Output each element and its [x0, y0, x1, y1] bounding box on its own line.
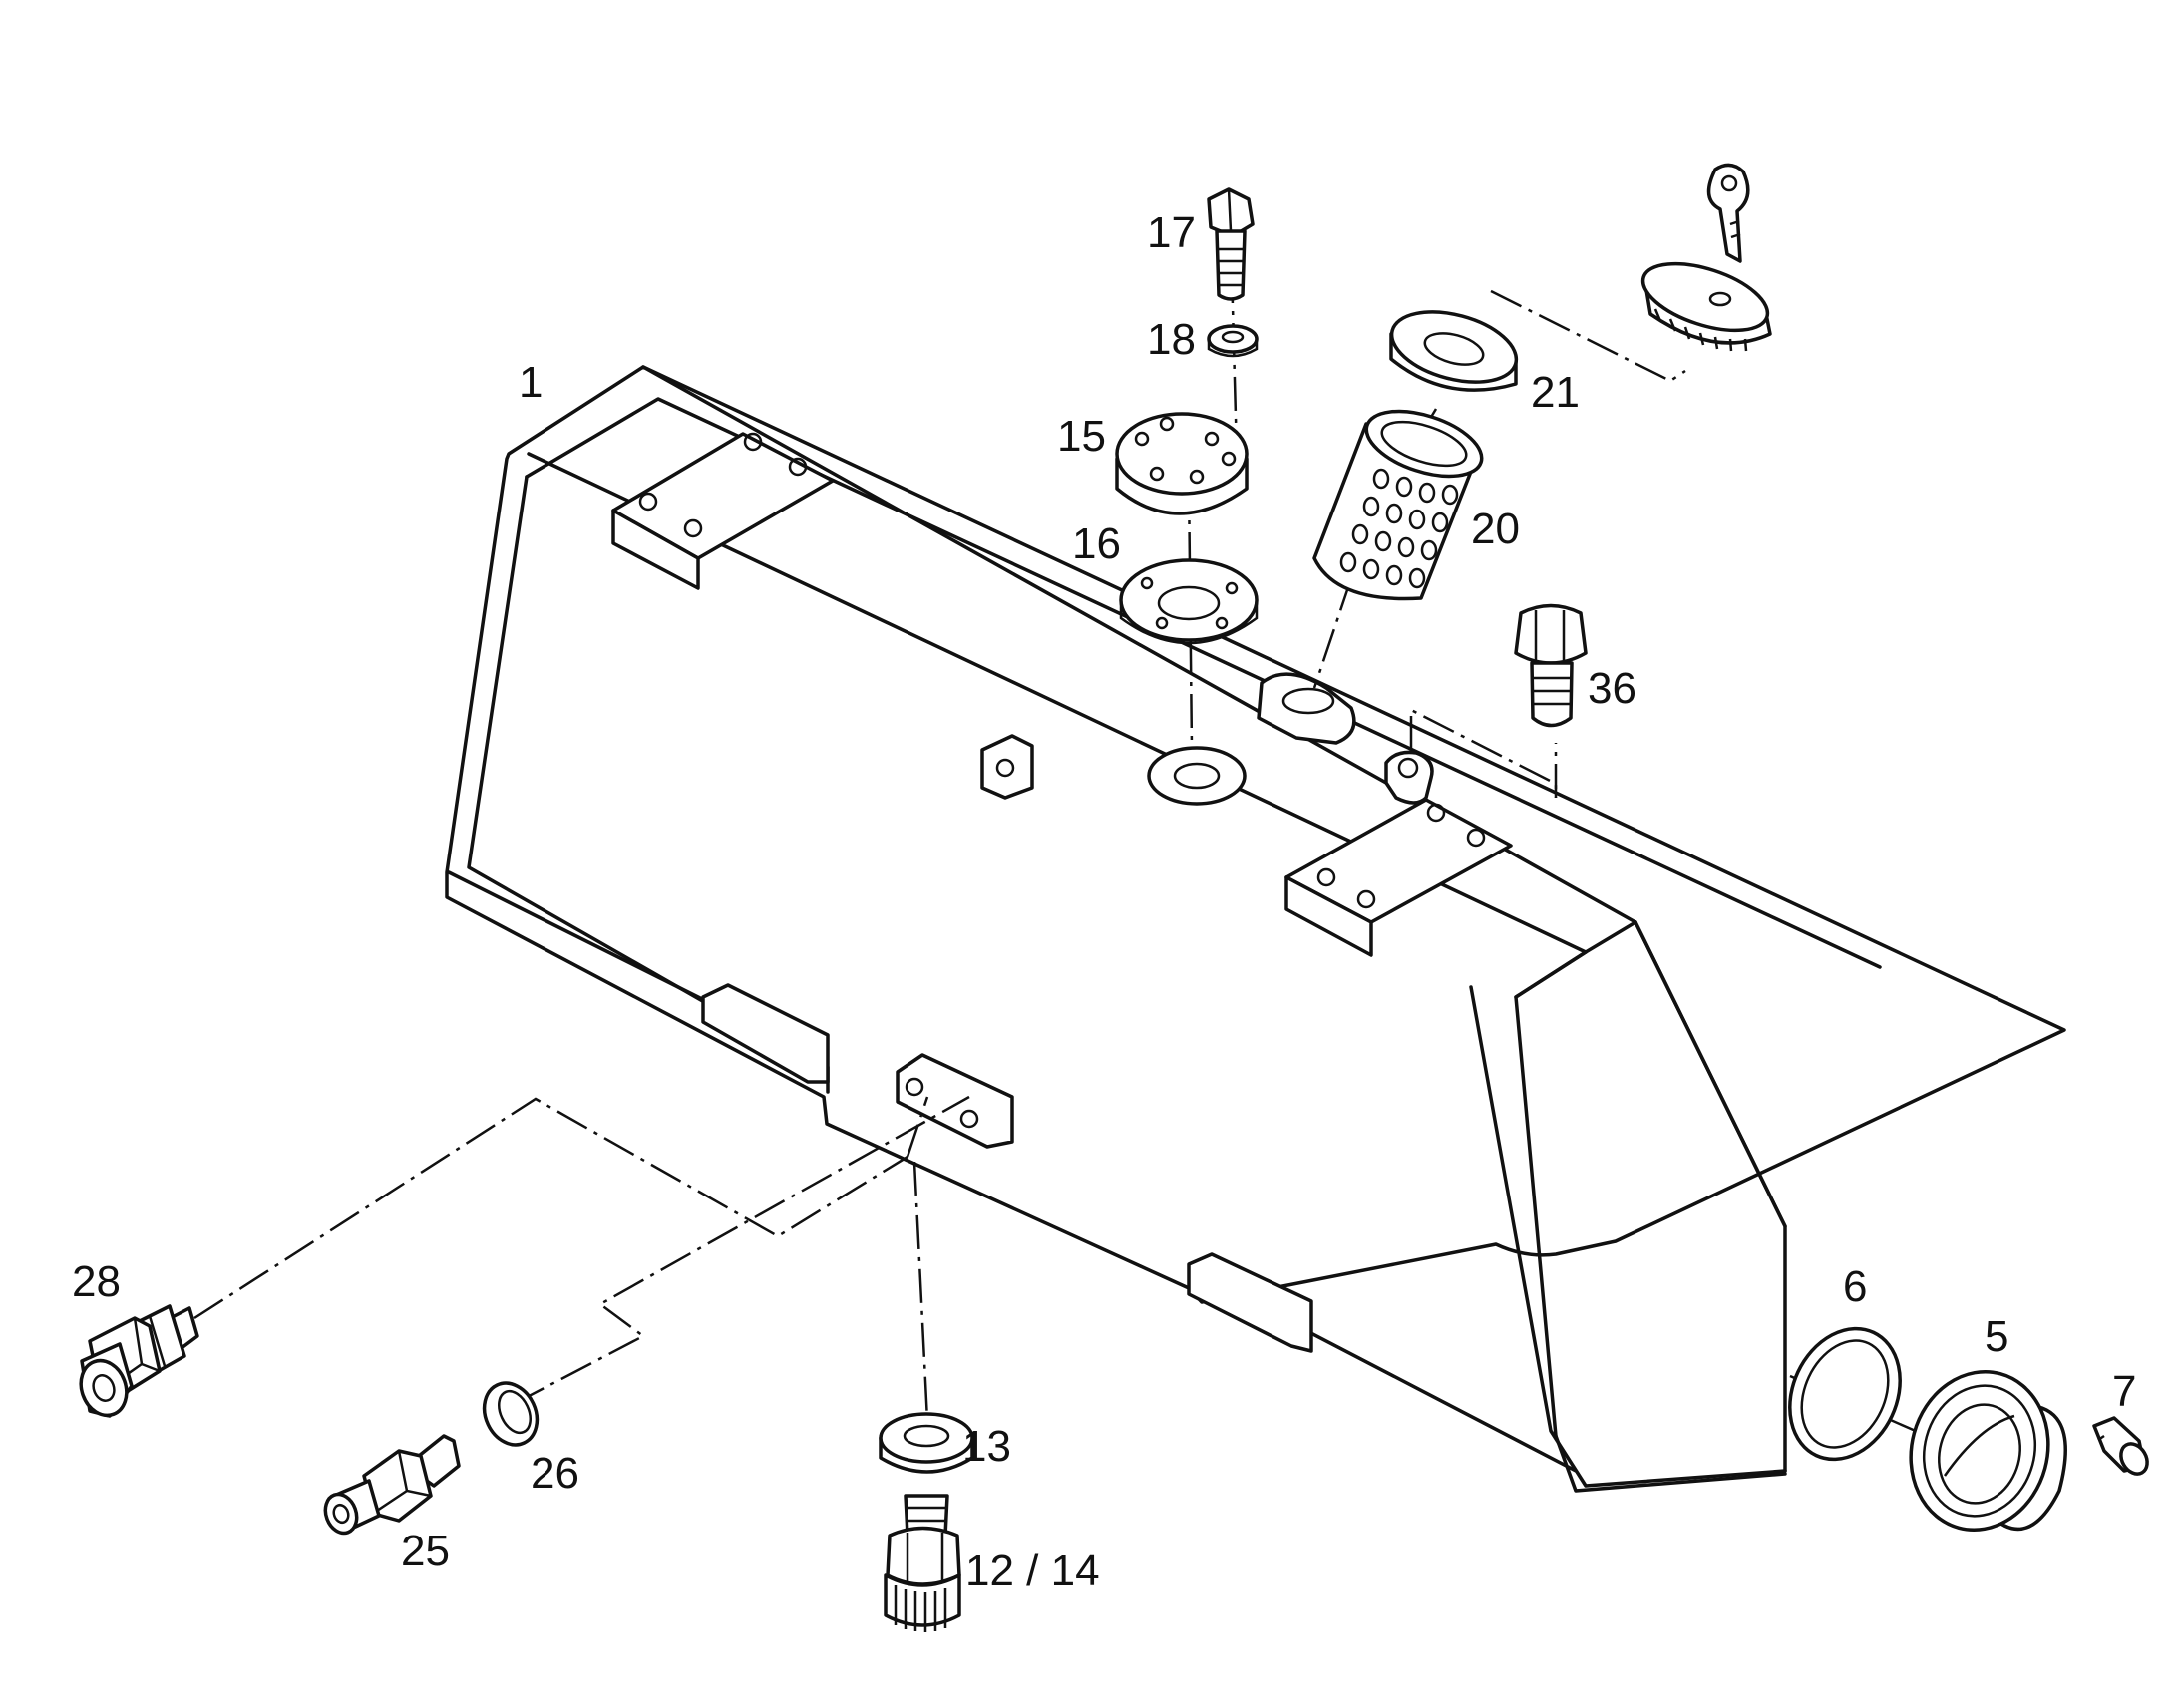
label-part-20: 20 [1471, 505, 1520, 553]
label-part-18: 18 [1147, 315, 1196, 364]
union-fitting-28 [79, 1304, 199, 1418]
assembly-lines [193, 268, 1951, 1448]
screw-7 [2092, 1416, 2149, 1476]
label-part-15: 15 [1057, 412, 1106, 461]
hose-nipple-25 [323, 1434, 461, 1536]
drain-plug-12-14 [884, 1494, 961, 1632]
label-part-26: 26 [531, 1449, 579, 1498]
label-part-36: 36 [1588, 664, 1636, 713]
cover-15 [1115, 412, 1249, 515]
filler-cap-with-key [1640, 163, 1772, 352]
label-part-7: 7 [2112, 1367, 2136, 1416]
label-part-5: 5 [1985, 1312, 2008, 1361]
label-part-21: 21 [1531, 368, 1580, 417]
washer-18 [1207, 324, 1259, 358]
label-part-1: 1 [519, 358, 543, 407]
filter-basket-20 [1312, 409, 1484, 601]
seal-ring-21 [1389, 310, 1519, 392]
plug-36 [1514, 603, 1588, 728]
label-part-16: 16 [1072, 519, 1121, 568]
label-part-28: 28 [72, 1257, 121, 1306]
tank-body [445, 365, 2066, 1493]
label-part-13: 13 [962, 1422, 1011, 1471]
label-part-12-14: 12 / 14 [965, 1546, 1100, 1595]
label-part-25: 25 [401, 1527, 450, 1575]
o-ring-6 [1788, 1326, 1902, 1462]
seal-ring-13 [879, 1412, 974, 1474]
gasket-16 [1119, 558, 1259, 645]
washer-26 [482, 1381, 540, 1447]
bolt-17 [1207, 187, 1255, 301]
label-part-17: 17 [1147, 208, 1196, 257]
label-part-6: 6 [1843, 1262, 1867, 1311]
sight-glass-5 [1909, 1369, 2067, 1533]
item-labels: 1 17 18 15 16 21 20 36 28 26 25 13 12 / … [72, 208, 2136, 1595]
